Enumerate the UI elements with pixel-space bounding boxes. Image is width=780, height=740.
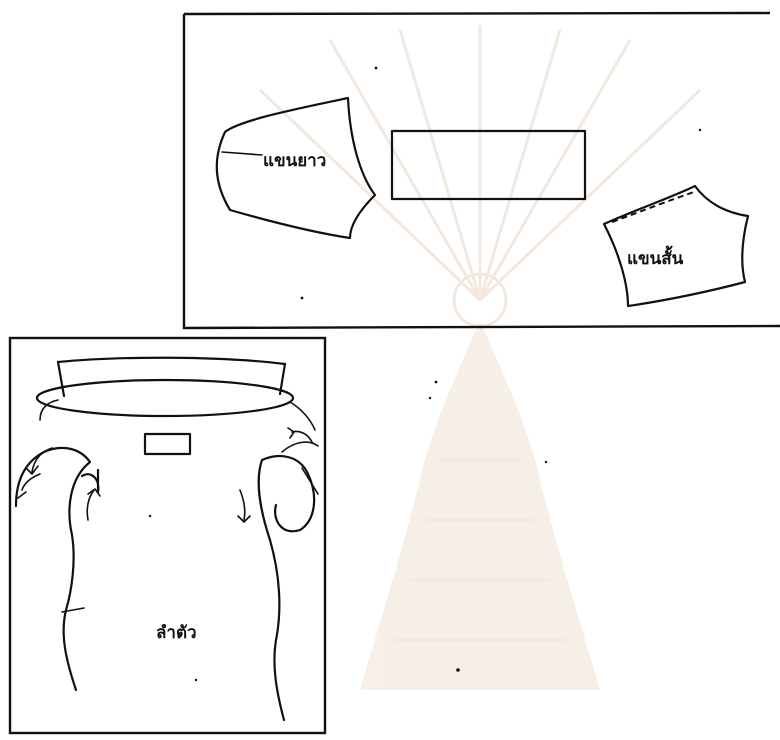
short-sleeve-piece [604,186,748,306]
top-panel-frame [184,14,780,328]
small-label-rect [145,434,190,454]
arrow-left-inner [87,489,100,520]
bottom-panel-frame [10,338,325,733]
collar-band [37,358,293,416]
arrow-right-inner [238,490,250,522]
top-panel-frame-top [184,13,770,14]
cuff-rectangle [392,131,585,199]
long-sleeve-label: แขนยาว [263,151,326,171]
body-label: ลำตัว [156,623,197,643]
left-hand-outline [16,448,98,690]
short-sleeve-label: แขนสั้น [627,245,684,269]
arrow-left-outer [26,448,52,474]
right-hand-outline [259,442,318,720]
arrow-right-outer [288,428,312,442]
right-shoulder-stroke [290,402,315,430]
